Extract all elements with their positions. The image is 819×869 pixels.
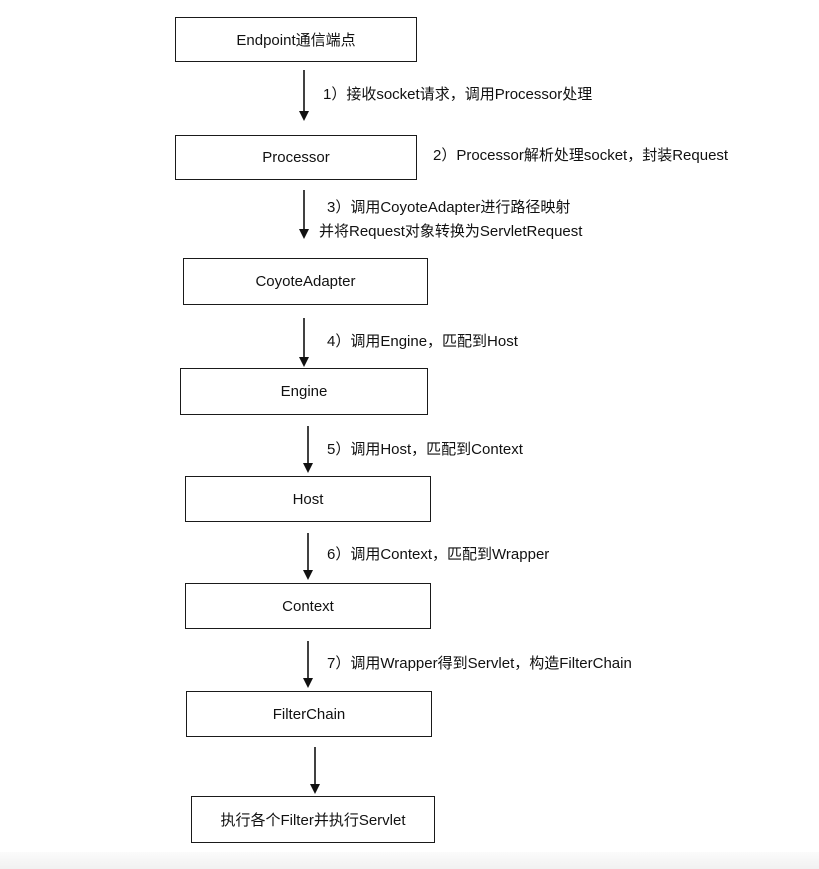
coyote-adapter-box-label: CoyoteAdapter xyxy=(255,273,356,290)
arrow-processor-to-coyote-adapter xyxy=(299,190,309,239)
step4-text: 4）调用Engine，匹配到Host xyxy=(327,333,518,350)
arrow-engine-to-host xyxy=(303,426,313,473)
filter-chain-box: FilterChain xyxy=(186,691,432,737)
coyote-adapter-box: CoyoteAdapter xyxy=(183,258,428,305)
final-box: 执行各个Filter并执行Servlet xyxy=(191,796,435,843)
processor-box: Processor xyxy=(175,135,417,180)
step1-label: 1）接收socket请求，调用Processor处理 xyxy=(323,85,592,105)
step3-text-line1: 3）调用CoyoteAdapter进行路径映射 xyxy=(327,199,571,216)
filter-chain-box-label: FilterChain xyxy=(272,705,346,723)
host-box: Host xyxy=(185,476,431,522)
step3-text-line2: 并将Request对象转换为ServletRequest xyxy=(319,223,583,240)
context-box: Context xyxy=(185,583,431,629)
step5-text: 5）调用Host，匹配到Context xyxy=(327,441,523,458)
arrow-filter-chain-to-final xyxy=(310,747,320,794)
step2-text: 2）Processor解析处理socket，封装Request xyxy=(433,147,729,164)
arrow-context-to-filter-chain xyxy=(303,641,313,688)
step1-text: 1）接收socket请求，调用Processor处理 xyxy=(323,86,593,103)
context-box-label: Context xyxy=(282,597,334,615)
step4-label: 4）调用Engine，匹配到Host xyxy=(327,332,518,352)
engine-box-label: Engine xyxy=(280,383,328,400)
arrow-host-to-context xyxy=(303,533,313,580)
host-box-label: Host xyxy=(292,490,324,508)
step5-label: 5）调用Host，匹配到Context xyxy=(327,440,523,460)
step7-label: 7）调用Wrapper得到Servlet，构造FilterChain xyxy=(327,654,632,674)
processor-box-label: Processor xyxy=(262,149,330,166)
step6-text: 6）调用Context，匹配到Wrapper xyxy=(327,546,550,563)
endpoint-box: Endpoint通信端点 xyxy=(175,17,417,62)
bottom-edge-strip xyxy=(0,852,819,869)
final-box-label: 执行各个Filter并执行Servlet xyxy=(220,812,406,829)
step6-label: 6）调用Context，匹配到Wrapper xyxy=(327,545,549,565)
step3-label: 3）调用CoyoteAdapter进行路径映射 并将Request对象转换为Se… xyxy=(319,198,582,242)
arrow-coyote-adapter-to-engine xyxy=(299,318,309,367)
step7-text: 7）调用Wrapper得到Servlet，构造FilterChain xyxy=(327,655,632,672)
arrow-endpoint-to-processor xyxy=(299,70,309,121)
step2-label: 2）Processor解析处理socket，封装Request xyxy=(433,146,728,166)
endpoint-box-label: Endpoint通信端点 xyxy=(236,32,356,49)
engine-box: Engine xyxy=(180,368,428,415)
